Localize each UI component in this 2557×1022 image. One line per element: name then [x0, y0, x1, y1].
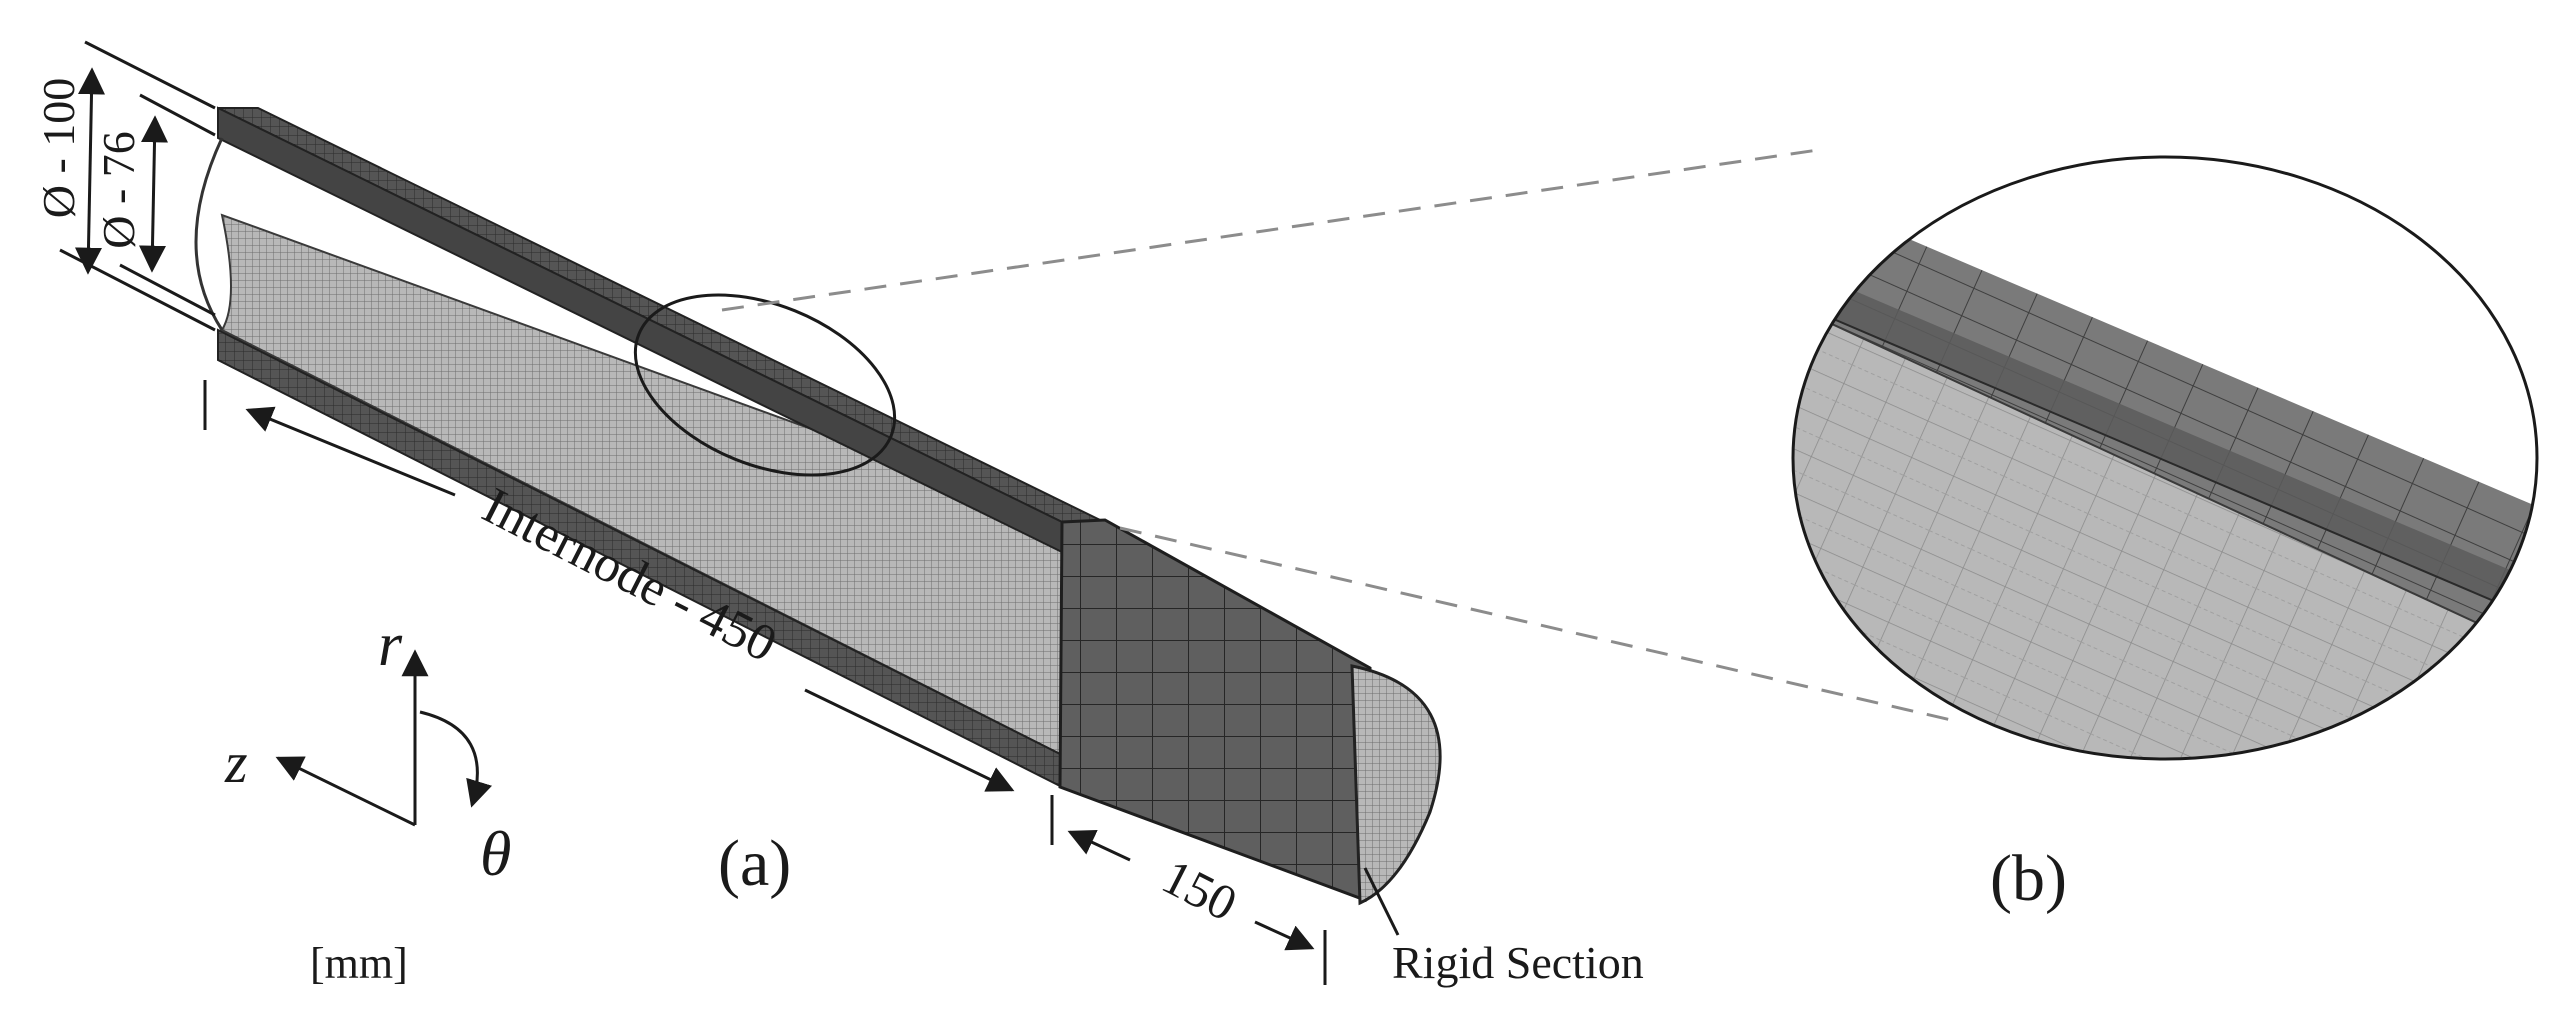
axis-z-arrow — [275, 756, 416, 827]
zoom-shell-stripe — [1793, 225, 2537, 628]
panel-a-label: (a) — [718, 827, 791, 900]
zoom-inner-mesh — [1793, 300, 2537, 759]
axis-z-label: z — [224, 730, 248, 795]
rigid-arrow-left — [1067, 830, 1131, 862]
rigid-section-end-face — [1350, 664, 1442, 906]
axis-theta-label: θ — [480, 818, 511, 889]
coordinate-axes — [275, 649, 493, 827]
tube-end-curve — [194, 137, 224, 331]
axis-theta-arrow — [419, 710, 493, 808]
internode-arrow-right — [804, 688, 1015, 792]
rigid-section-leader — [1363, 867, 1400, 936]
zoom-connector-top — [721, 148, 1819, 312]
rigid-arrow-right — [1254, 920, 1315, 951]
units-label: [mm] — [310, 939, 408, 988]
dimension-lines — [59, 40, 1400, 985]
panel-b-label: (b) — [1990, 842, 2067, 915]
axis-r-label: r — [378, 611, 403, 679]
inner-diameter-label: Ø - 76 — [93, 131, 144, 249]
zoom-region-marker — [633, 293, 897, 477]
outer-diameter-arrow — [74, 67, 106, 275]
rigid-length-label: 150 — [1154, 848, 1246, 932]
tube-model — [194, 106, 1442, 906]
internode-arrow-left — [245, 406, 456, 497]
inner-diameter-arrow — [138, 115, 169, 273]
zoom-detail — [1791, 155, 2539, 761]
rigid-section-label: Rigid Section — [1392, 937, 1644, 988]
outer-diameter-label: Ø - 100 — [33, 78, 84, 219]
zoom-connectors — [721, 148, 1961, 724]
zoom-detail-outline — [1791, 155, 2539, 761]
rigid-section-block — [1058, 518, 1372, 903]
tube-inner-surface — [220, 213, 1063, 757]
